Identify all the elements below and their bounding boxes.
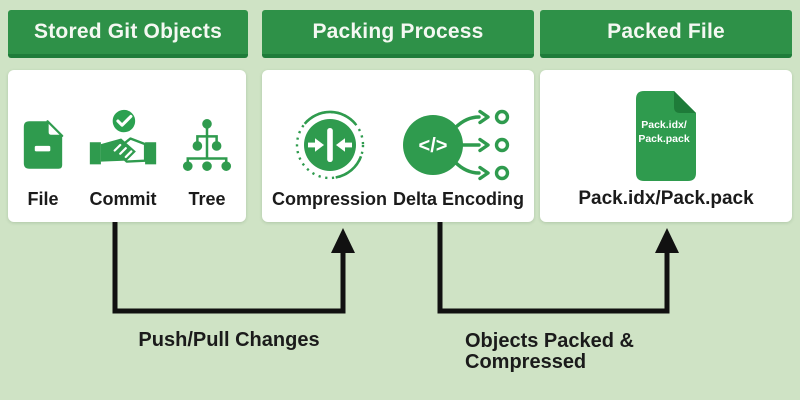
tree-icon: [182, 105, 232, 185]
file-item: File: [22, 105, 64, 210]
packed-file-icon: Pack.idx/ Pack.pack: [634, 88, 698, 184]
file-label: File: [27, 189, 59, 210]
objects-packed-arrow: [437, 222, 679, 314]
packing-process-card: Compression </: [262, 70, 534, 222]
packed-file-label: Pack.idx/Pack.pack: [578, 188, 754, 210]
column-header-packed-file: Packed File: [540, 10, 792, 58]
column-header-packing-process: Packing Process: [262, 10, 534, 58]
push-pull-arrow: [112, 222, 355, 314]
commit-handshake-icon: [88, 105, 158, 185]
pack-icon-text-line2: Pack.pack: [638, 133, 690, 145]
delta-encoding-icon: </>: [399, 105, 517, 185]
delta-encoding-item: </> Delta Encoding: [393, 105, 524, 210]
header-label: Packed File: [607, 20, 725, 43]
compression-icon: [291, 105, 369, 185]
pack-icon-text-line1: Pack.idx/: [641, 119, 687, 131]
delta-encoding-label: Delta Encoding: [392, 189, 524, 210]
tree-label: Tree: [188, 189, 226, 210]
objects-packed-compressed-label: Objects Packed & Compressed: [465, 330, 634, 374]
commit-item: Commit: [88, 105, 158, 210]
commit-label: Commit: [89, 189, 157, 210]
column-header-stored-git-objects: Stored Git Objects: [8, 10, 248, 58]
file-icon: [22, 105, 64, 185]
tree-item: Tree: [182, 105, 232, 210]
header-label: Packing Process: [312, 20, 484, 43]
compression-label: Compression: [272, 189, 388, 210]
push-pull-changes-label: Push/Pull Changes: [138, 329, 320, 351]
code-glyph: </>: [419, 135, 448, 157]
compression-item: Compression: [272, 105, 387, 210]
packed-file-item: Pack.idx/ Pack.pack Pack.idx/Pack.pack: [578, 88, 754, 210]
packed-file-card: Pack.idx/ Pack.pack Pack.idx/Pack.pack: [540, 70, 792, 222]
header-label: Stored Git Objects: [34, 20, 222, 43]
stored-git-objects-card: File Commit: [8, 70, 246, 222]
